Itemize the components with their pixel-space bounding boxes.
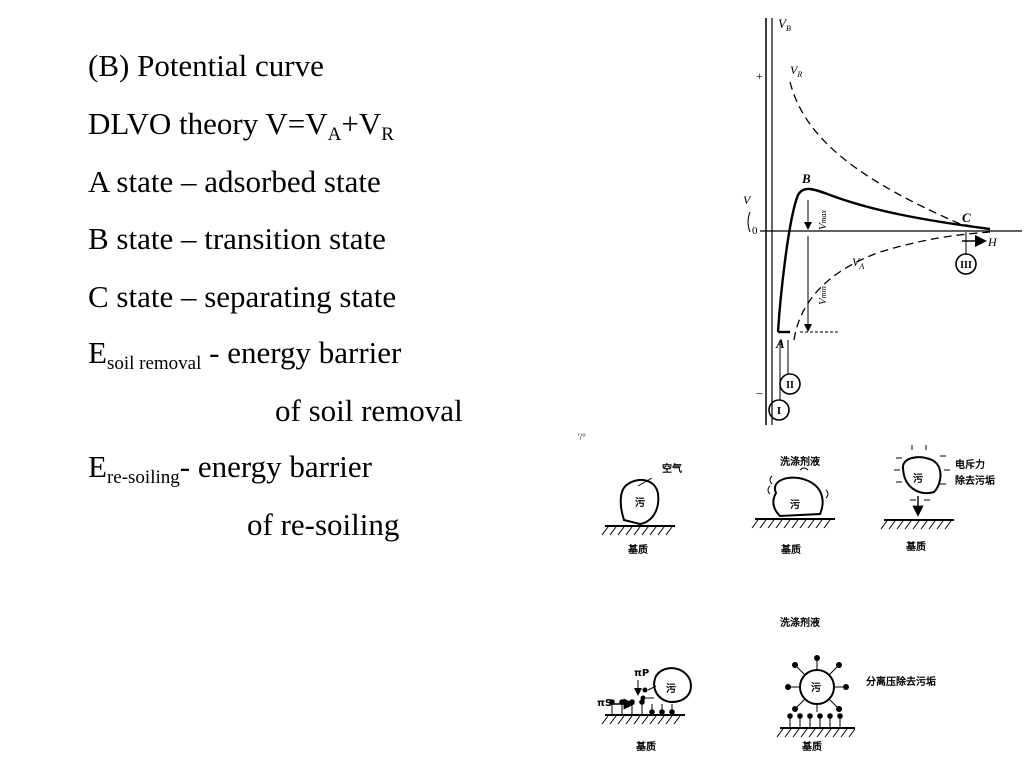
pi-p-label: πP <box>634 668 649 679</box>
soil-blob-1 <box>619 478 660 526</box>
micelle-tails-5 <box>790 660 844 712</box>
state-b-line: B state – transition state <box>88 223 386 254</box>
panel-repulsion: 污 电斥力 除去污垢 基质 <box>880 445 995 553</box>
circle-3 <box>955 253 977 275</box>
soil-blob-2 <box>772 476 824 518</box>
plus-sign: + <box>756 69 763 83</box>
e-re-soiling-line: Ere-soiling- energy barrier <box>88 451 372 487</box>
side-mark: V <box>743 193 752 207</box>
title-text: (B) Potential curve <box>88 48 324 83</box>
substrate-label-1: 基质 <box>627 543 648 556</box>
air-leader <box>637 477 653 487</box>
soil-blob-4 <box>653 667 692 704</box>
e-soil-removal-e: E <box>88 335 107 370</box>
point-c-label: C <box>962 210 971 225</box>
panel-separation: 污 分离压除去污垢 基质 <box>776 655 936 753</box>
point-b-label: B <box>801 171 811 186</box>
circle-1 <box>768 399 790 421</box>
substrate-label-2: 基质 <box>780 543 801 556</box>
e-soil-removal-tail: - energy barrier <box>201 335 402 370</box>
panel-adsorption: πP πS 污 基质 <box>597 667 692 753</box>
y-axis-label: VB <box>778 16 791 33</box>
substrate-hatch-3 <box>880 520 952 530</box>
state-c-text: C state – separating state <box>88 279 397 314</box>
surfactant-heads-4 <box>609 699 675 715</box>
of-soil-removal-text: of soil removal <box>275 393 463 428</box>
h-label: H <box>987 235 998 249</box>
soil-label-1: 污 <box>635 496 645 509</box>
potential-curve-diagram: VB + − 0 V VR VA B C A Vmax Vmin H III I… <box>743 16 1022 425</box>
substrate-hatch-4 <box>601 715 681 725</box>
dlvo-line: DLVO theory V=VA+VR <box>88 108 394 144</box>
of-re-soiling-line: of re-soiling <box>247 509 399 540</box>
surfactant-tails-4 <box>611 704 673 714</box>
soil-label-5: 污 <box>811 681 821 694</box>
micelle-heads-5 <box>785 655 849 712</box>
minus-sign: − <box>756 386 763 401</box>
substrate-label-4: 基质 <box>635 740 656 753</box>
small-mark: '/° <box>578 432 586 442</box>
soil-label-3: 污 <box>913 472 923 485</box>
separation-label: 分离压除去污垢 <box>866 675 936 688</box>
soil-label-4: 污 <box>666 682 676 695</box>
of-re-soiling-text: of re-soiling <box>247 507 400 542</box>
dlvo-mid: +V <box>341 106 382 141</box>
air-label: 空气 <box>662 462 682 475</box>
e-soil-removal-line: Esoil removal - energy barrier <box>88 337 401 373</box>
state-a-text: A state – adsorbed state <box>88 164 381 199</box>
charge-marks-3 <box>894 445 950 501</box>
pi-s-label: πS <box>597 698 612 709</box>
detergent-marks-2 <box>767 467 829 499</box>
vmax-label: Vmax <box>817 209 829 230</box>
panel-air: 空气 污 基质 <box>601 462 682 556</box>
state-c-line: C state – separating state <box>88 281 396 312</box>
vr-curve <box>789 81 991 230</box>
substrate-heads-5 <box>787 713 843 719</box>
va-curve <box>793 231 991 341</box>
total-potential-curve <box>776 187 991 333</box>
vmin-label: Vmin <box>817 286 829 305</box>
soil-label-2: 污 <box>790 498 800 511</box>
panel-detergent: 洗涤剂液 污 基质 <box>751 455 835 556</box>
repulsion-label-1: 电斥力 <box>955 458 985 471</box>
side-bracket <box>747 211 751 233</box>
zero-label: 0 <box>752 225 758 237</box>
state-b-text: B state – transition state <box>88 221 386 256</box>
of-soil-removal-line: of soil removal <box>275 395 463 426</box>
detergent-label-top: 洗涤剂液 <box>780 455 820 468</box>
surfactant-head-4a <box>642 687 648 693</box>
title-line: (B) Potential curve <box>88 50 324 81</box>
dlvo-text: DLVO theory V=V <box>88 106 328 141</box>
e-soil-removal-sub: soil removal <box>106 353 202 374</box>
dlvo-sub-r: R <box>381 124 394 145</box>
dlvo-sub-a: A <box>327 124 342 145</box>
state-a-line: A state – adsorbed state <box>88 166 381 197</box>
substrate-label-3: 基质 <box>905 540 926 553</box>
substrate-hatch-1 <box>601 526 673 536</box>
va-label: VA <box>852 255 864 271</box>
e-re-soiling-sub: re-soiling <box>106 467 180 488</box>
e-re-soiling-e: E <box>88 449 107 484</box>
circle-3-label: III <box>960 260 972 271</box>
circle-1-label: I <box>777 405 781 417</box>
substrate-label-5: 基质 <box>801 740 822 753</box>
circle-2-label: II <box>786 380 794 391</box>
vr-label: VR <box>790 63 802 79</box>
substrate-hatch-2 <box>751 519 831 529</box>
soil-blob-3 <box>902 456 942 495</box>
substrate-hatch-5 <box>776 728 856 738</box>
repulsion-label-2: 除去污垢 <box>955 474 995 487</box>
surfactant-tails-4a <box>646 685 657 699</box>
substrate-tails-5 <box>789 717 841 727</box>
detergent-label-bottom: 洗涤剂液 <box>780 616 820 629</box>
e-re-soiling-tail: - energy barrier <box>179 449 372 484</box>
